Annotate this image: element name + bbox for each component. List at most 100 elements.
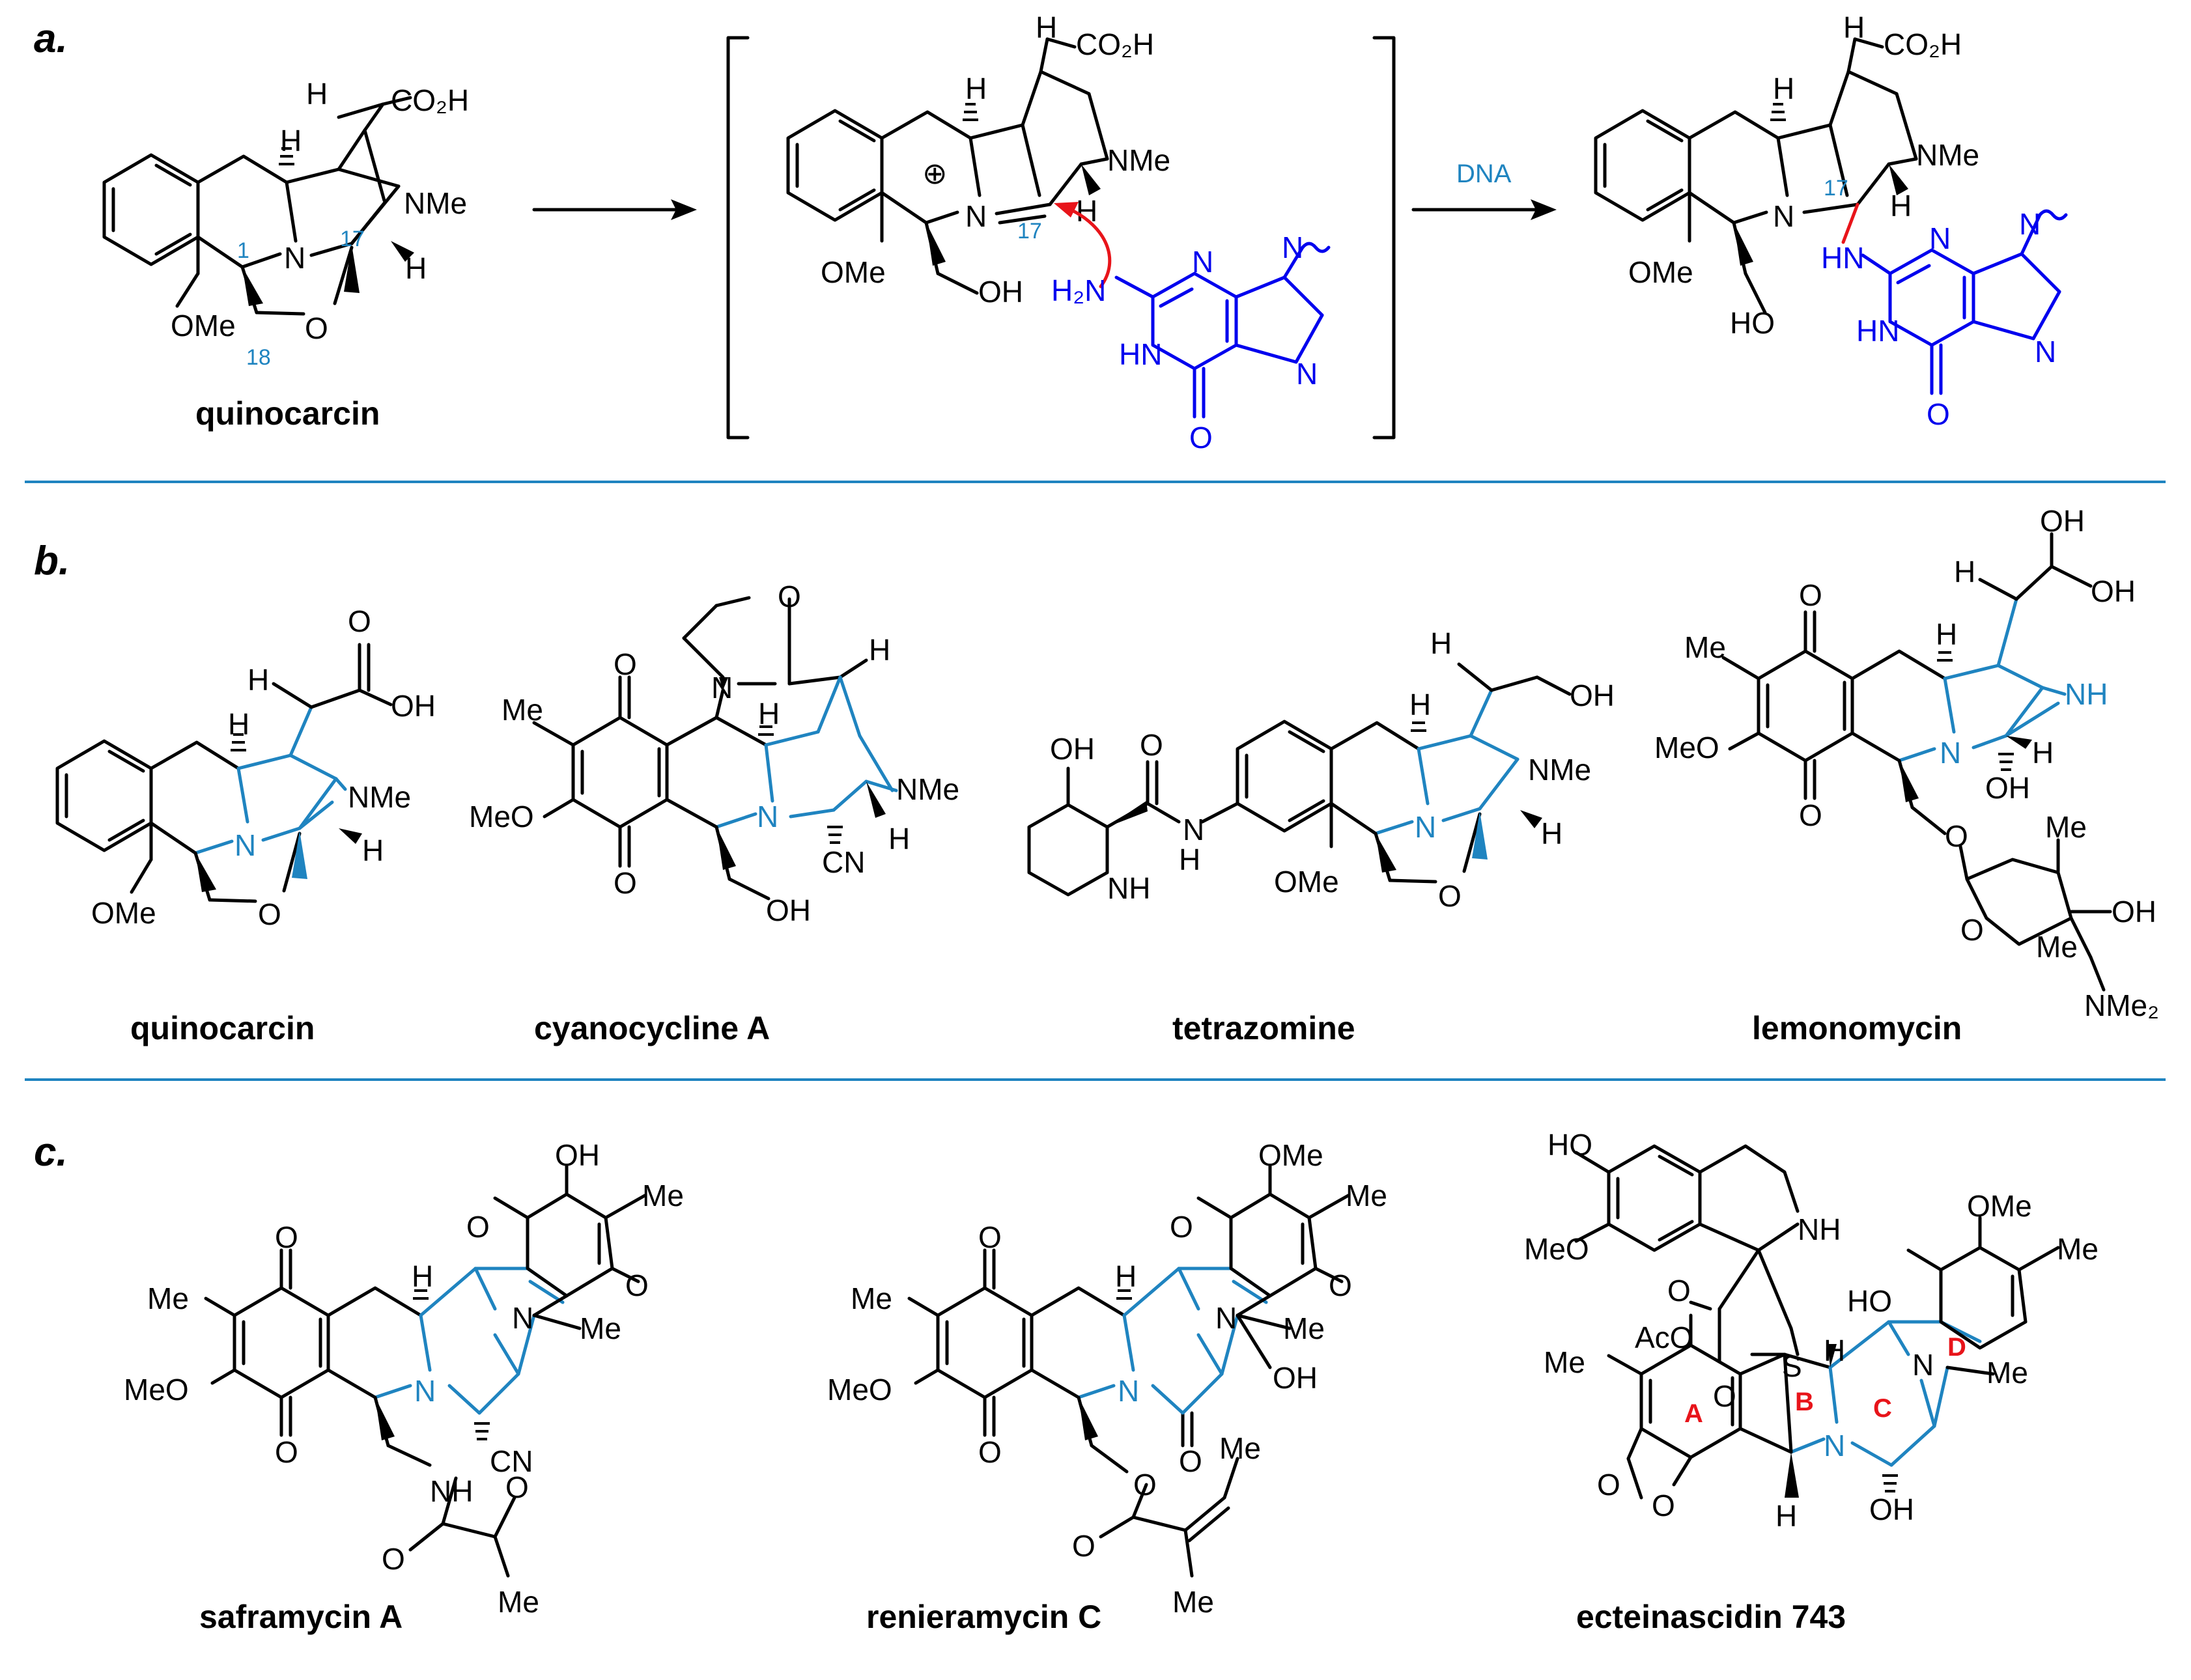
- atom-OH-sa1: OH: [555, 1138, 600, 1172]
- atom-N-sa1: N: [512, 1301, 533, 1335]
- compound-name-saframycin: saframycin A: [199, 1599, 403, 1635]
- atom-O-rc2: O: [978, 1435, 1002, 1469]
- atom-OMe-i1: OMe: [821, 255, 886, 289]
- atom-NH-lm1: NH: [2065, 677, 2108, 711]
- atom-OMe-b1: OMe: [91, 896, 156, 930]
- atom-number-17-i: 17: [1017, 219, 1042, 244]
- ring-label-A: A: [1684, 1399, 1703, 1428]
- atom-OH-tz2: OH: [1570, 679, 1615, 712]
- atom-N-tz2: N: [1415, 810, 1436, 844]
- atom-N-b1: N: [234, 828, 256, 862]
- bracket-left: [726, 36, 750, 440]
- compound-name-lemonomycin: lemonomycin: [1752, 1010, 1962, 1046]
- atom-H-cy1: H: [869, 633, 890, 667]
- compound-name-quinocarcin-b: quinocarcin: [130, 1010, 315, 1046]
- bracket-right: [1372, 36, 1396, 440]
- atom-O-rc4: O: [1329, 1268, 1352, 1302]
- reaction-arrowhead-1: [671, 199, 697, 220]
- atom-O-rc6: O: [1133, 1468, 1157, 1502]
- atom-O-rc7: O: [1072, 1529, 1096, 1563]
- atom-OH-ec1: OH: [1869, 1492, 1914, 1526]
- atom-O-sa1: O: [275, 1220, 298, 1254]
- atom-Me-sa2: Me: [642, 1179, 684, 1212]
- atom-number-17-p: 17: [1824, 176, 1848, 201]
- atom-N-a1: N: [284, 241, 305, 275]
- atom-AcO-ec1: AcO: [1635, 1321, 1693, 1354]
- quinocarcin-structure-a: [102, 96, 414, 316]
- atom-O-p2: O: [1927, 397, 1950, 431]
- reaction-arrowhead-2: [1531, 199, 1557, 220]
- atom-OH-tz1: OH: [1050, 732, 1095, 766]
- atom-H-cy2: H: [758, 697, 780, 731]
- atom-N-dna2: N: [1282, 231, 1303, 264]
- atom-H-i1: H: [1036, 10, 1057, 44]
- atom-H-ec2: H: [1775, 1499, 1797, 1533]
- ring-label-B: B: [1795, 1388, 1814, 1416]
- atom-NMe2-lm1: NMe₂: [2084, 988, 2159, 1022]
- atom-NMe-a1: NMe: [404, 186, 467, 220]
- atom-O-ec2: O: [1713, 1379, 1736, 1413]
- atom-NH-sa1: NH: [430, 1474, 473, 1508]
- renieramycin-c-structure: [907, 1164, 1350, 1578]
- lemonomycin-structure: [1721, 532, 2112, 992]
- atom-H-cy3: H: [888, 822, 910, 856]
- atom-OMe-p1: OMe: [1628, 255, 1693, 289]
- atom-N-dna3: N: [1296, 357, 1318, 391]
- atom-O-cy3: O: [778, 580, 801, 613]
- atom-MeO-rc1: MeO: [827, 1373, 892, 1407]
- atom-OH-i1: OH: [978, 275, 1023, 309]
- atom-Me-ec3: Me: [1986, 1356, 2028, 1390]
- atom-O-tz2: O: [1438, 879, 1462, 913]
- atom-CN-sa1: CN: [490, 1444, 533, 1478]
- red-arrowhead: [1054, 202, 1079, 217]
- atom-H-i2: H: [965, 72, 987, 105]
- atom-MeO-ec1: MeO: [1524, 1232, 1589, 1266]
- atom-MeO-lm1: MeO: [1654, 731, 1719, 764]
- atom-OMe-ec1: OMe: [1967, 1189, 2032, 1223]
- atom-NMe-b1: NMe: [348, 780, 411, 814]
- atom-Me-rc1: Me: [851, 1281, 892, 1315]
- atom-O-sa4: O: [625, 1268, 649, 1302]
- atom-N-p2: N: [1929, 221, 1951, 255]
- ring-label-D: D: [1947, 1333, 1966, 1362]
- atom-Me-lm2: Me: [2045, 810, 2087, 844]
- atom-O-sa5: O: [382, 1542, 405, 1576]
- panel-label-a: a.: [34, 16, 68, 61]
- cyanocycline-a-structure: [532, 596, 898, 901]
- red-curved-arrow: [1066, 206, 1112, 288]
- atom-number-18: 18: [246, 345, 271, 370]
- atom-H-a1: H: [306, 77, 328, 111]
- atom-N-tz1: N: [1183, 813, 1204, 847]
- atom-S-ec1: S: [1782, 1349, 1802, 1383]
- atom-O-sa6: O: [505, 1470, 529, 1504]
- atom-O-ec1: O: [1667, 1274, 1691, 1308]
- atom-O-lm1: O: [1799, 578, 1822, 612]
- atom-N-rc1: N: [1215, 1301, 1237, 1335]
- panel-label-c: c.: [34, 1130, 68, 1175]
- atom-NMe-cy1: NMe: [896, 772, 959, 806]
- atom-HN-p2: HN: [1856, 314, 1899, 348]
- atom-NMe-i1: NMe: [1107, 143, 1170, 177]
- atom-NMe-p1: NMe: [1916, 138, 1979, 172]
- atom-H-i3: H: [1076, 194, 1097, 228]
- atom-N-lm1: N: [1940, 736, 1961, 770]
- arrow-label-dna: DNA: [1456, 160, 1512, 188]
- atom-N-cy1: N: [711, 671, 733, 705]
- atom-O-lm3: O: [1945, 819, 1968, 853]
- atom-O-tz1: O: [1140, 728, 1163, 762]
- atom-H-sa1: H: [412, 1259, 433, 1293]
- atom-O-sa3: O: [466, 1210, 490, 1244]
- atom-HN-p1: HN: [1821, 241, 1864, 275]
- tetrazomine-structure: [1027, 662, 1572, 897]
- atom-CO2H-i1: CO₂H: [1076, 27, 1154, 61]
- atom-OMe-rc1: OMe: [1258, 1138, 1323, 1172]
- atom-MeO-sa1: MeO: [124, 1373, 189, 1407]
- atom-O-ec3: O: [1597, 1468, 1620, 1502]
- atom-Me-rc4: Me: [1219, 1431, 1261, 1465]
- atom-Me-sa4: Me: [498, 1585, 539, 1619]
- atom-O-a1: O: [305, 311, 328, 345]
- atom-H-b1: H: [247, 663, 269, 697]
- atom-Me-sa1: Me: [147, 1281, 189, 1315]
- atom-CO2H-p1: CO₂H: [1884, 27, 1962, 61]
- atom-N-p3: N: [2019, 207, 2041, 241]
